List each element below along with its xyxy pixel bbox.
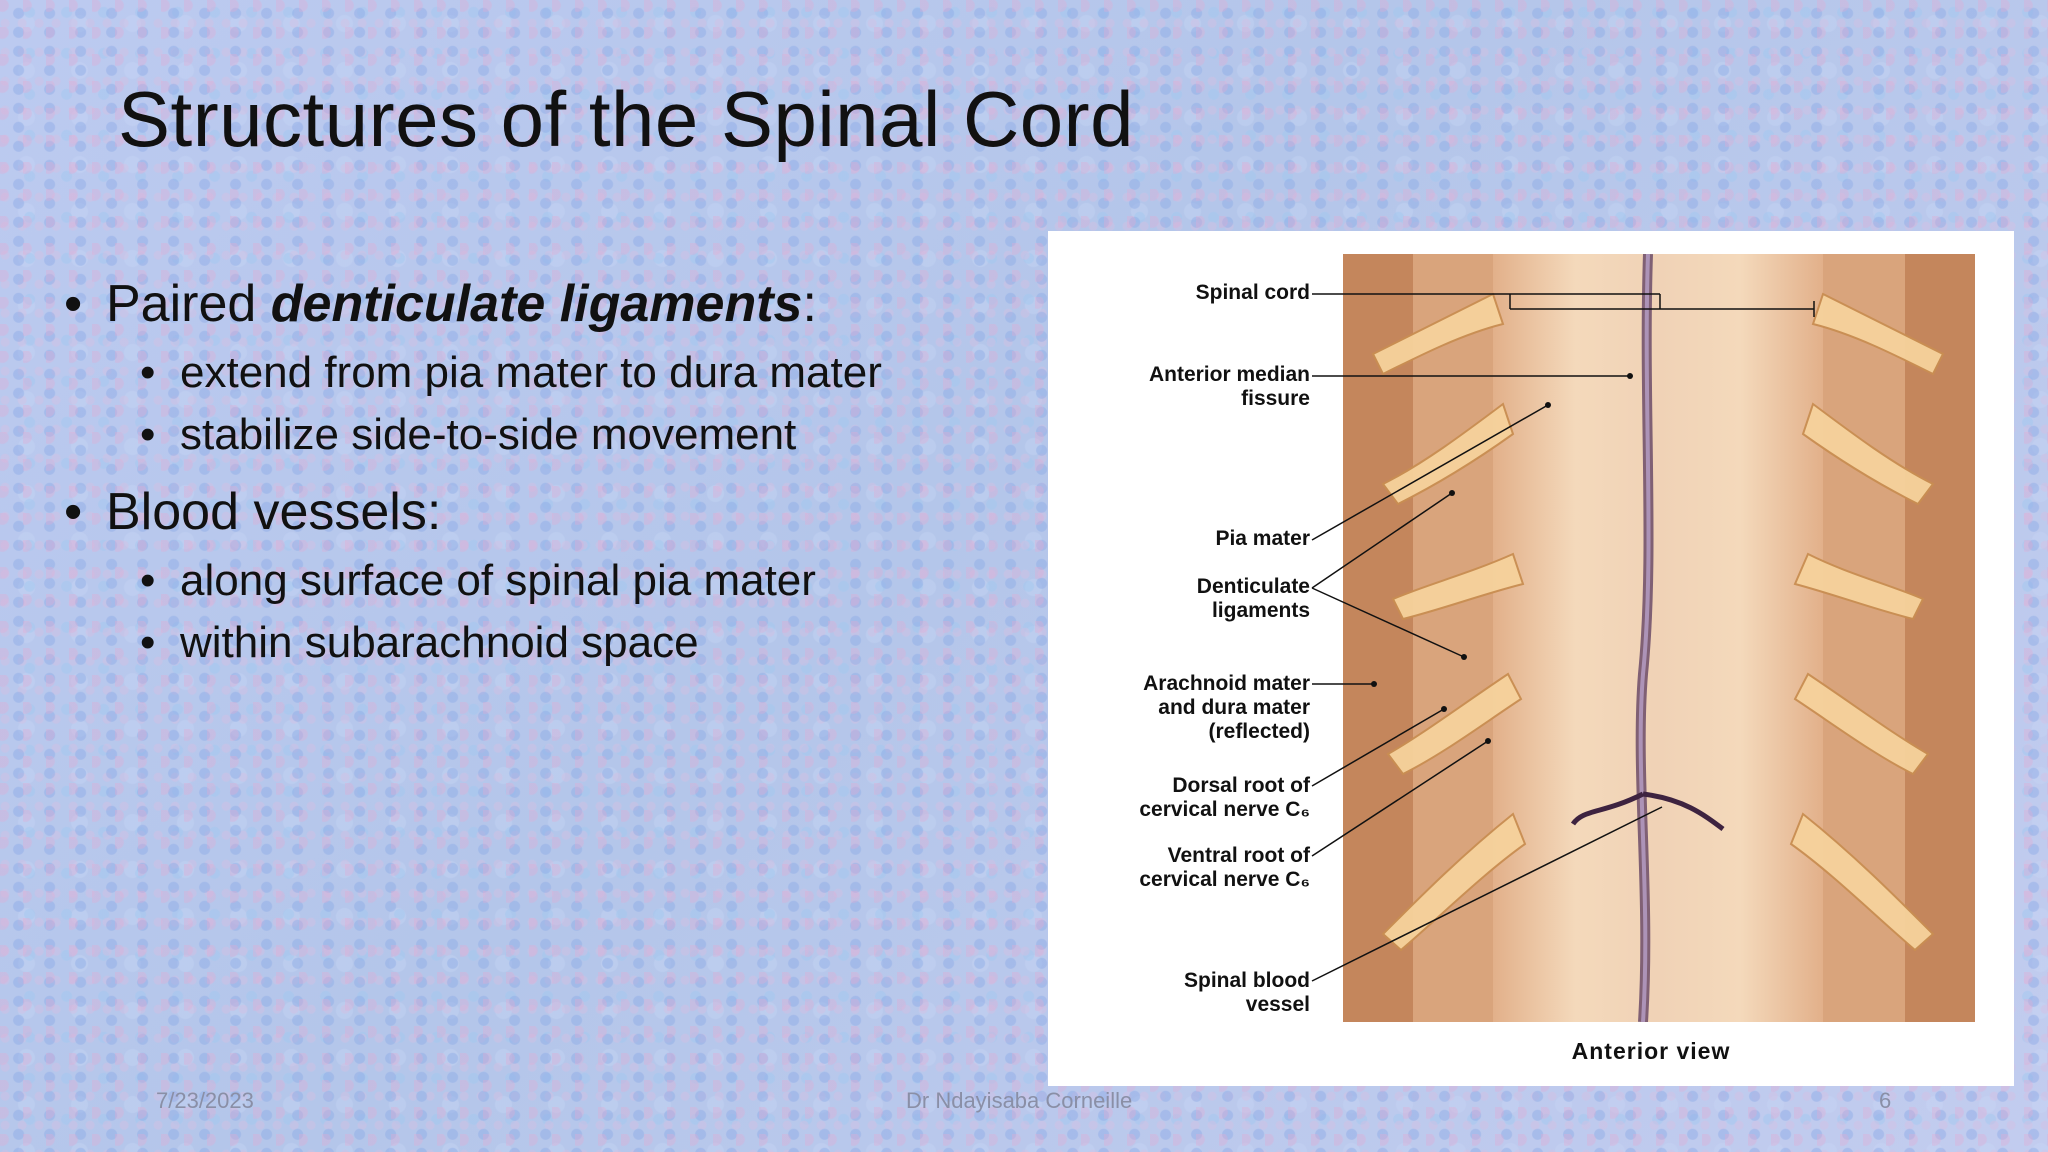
bullet-blood-vessels: • Blood vessels: (64, 480, 1024, 544)
anatomy-figure: Spinal cord Anterior median fissure Pia … (1048, 231, 2014, 1086)
slide-title: Structures of the Spinal Cord (118, 75, 1135, 163)
spinal-cord-illustration (1343, 254, 1975, 1022)
bullet-denticulate-ligaments: • Paired denticulate ligaments: (64, 272, 1024, 336)
bullet-dot-icon: • (140, 348, 156, 397)
footer-author: Dr Ndayisaba Corneille (906, 1088, 1133, 1113)
sub-bullet: • extend from pia mater to dura mater (140, 342, 1024, 404)
label-dorsal-root: Dorsal root of cervical nerve C₆ (1139, 774, 1310, 821)
bullet-dot-icon: • (140, 556, 156, 605)
bullet-dot-icon: • (140, 410, 156, 459)
label-spinal-blood-vessel: Spinal blood vessel (1184, 969, 1310, 1016)
bullet-list: • Paired denticulate ligaments: • extend f… (64, 272, 1024, 688)
footer-page-number: 6 (1879, 1088, 1892, 1113)
spinal-cord-photo (1343, 254, 1975, 1022)
bullet-dot-icon: • (64, 275, 83, 333)
footer-date: 7/23/2023 (156, 1088, 254, 1113)
sub-bullet: • along surface of spinal pia mater (140, 550, 1024, 612)
bullet-suffix: : (802, 275, 817, 333)
label-pia-mater: Pia mater (1215, 527, 1310, 550)
bullet-dot-icon: • (64, 483, 83, 541)
bullet-group-blood-vessels: • Blood vessels: • along surface of spinal… (64, 480, 1024, 674)
label-ventral-root: Ventral root of cervical nerve C₆ (1139, 844, 1310, 891)
figure-caption: Anterior view (1571, 1038, 1731, 1064)
label-denticulate-ligaments: Denticulate ligaments (1196, 575, 1310, 622)
bullet-prefix: Paired (106, 275, 271, 333)
sub-bullet-text: within subarachnoid space (180, 618, 699, 667)
label-leader-lines (1311, 293, 1815, 982)
label-arachnoid-dura: Arachnoid mater and dura mater (reflecte… (1143, 672, 1310, 743)
sub-bullet-text: along surface of spinal pia mater (180, 556, 816, 605)
bullet-group-denticulate: • Paired denticulate ligaments: • extend f… (64, 272, 1024, 466)
sub-bullet: • stabilize side-to-side movement (140, 404, 1024, 466)
sub-bullet-text: extend from pia mater to dura mater (180, 348, 882, 397)
sub-bullet-text: stabilize side-to-side movement (180, 410, 797, 459)
label-anterior-median-fissure: Anterior median fissure (1148, 363, 1310, 410)
bullet-text: Blood vessels: (106, 483, 442, 541)
bullet-emphasis: denticulate ligaments (270, 275, 803, 333)
bullet-dot-icon: • (140, 618, 156, 667)
sub-bullet: • within subarachnoid space (140, 612, 1024, 674)
label-spinal-cord: Spinal cord (1195, 281, 1310, 304)
